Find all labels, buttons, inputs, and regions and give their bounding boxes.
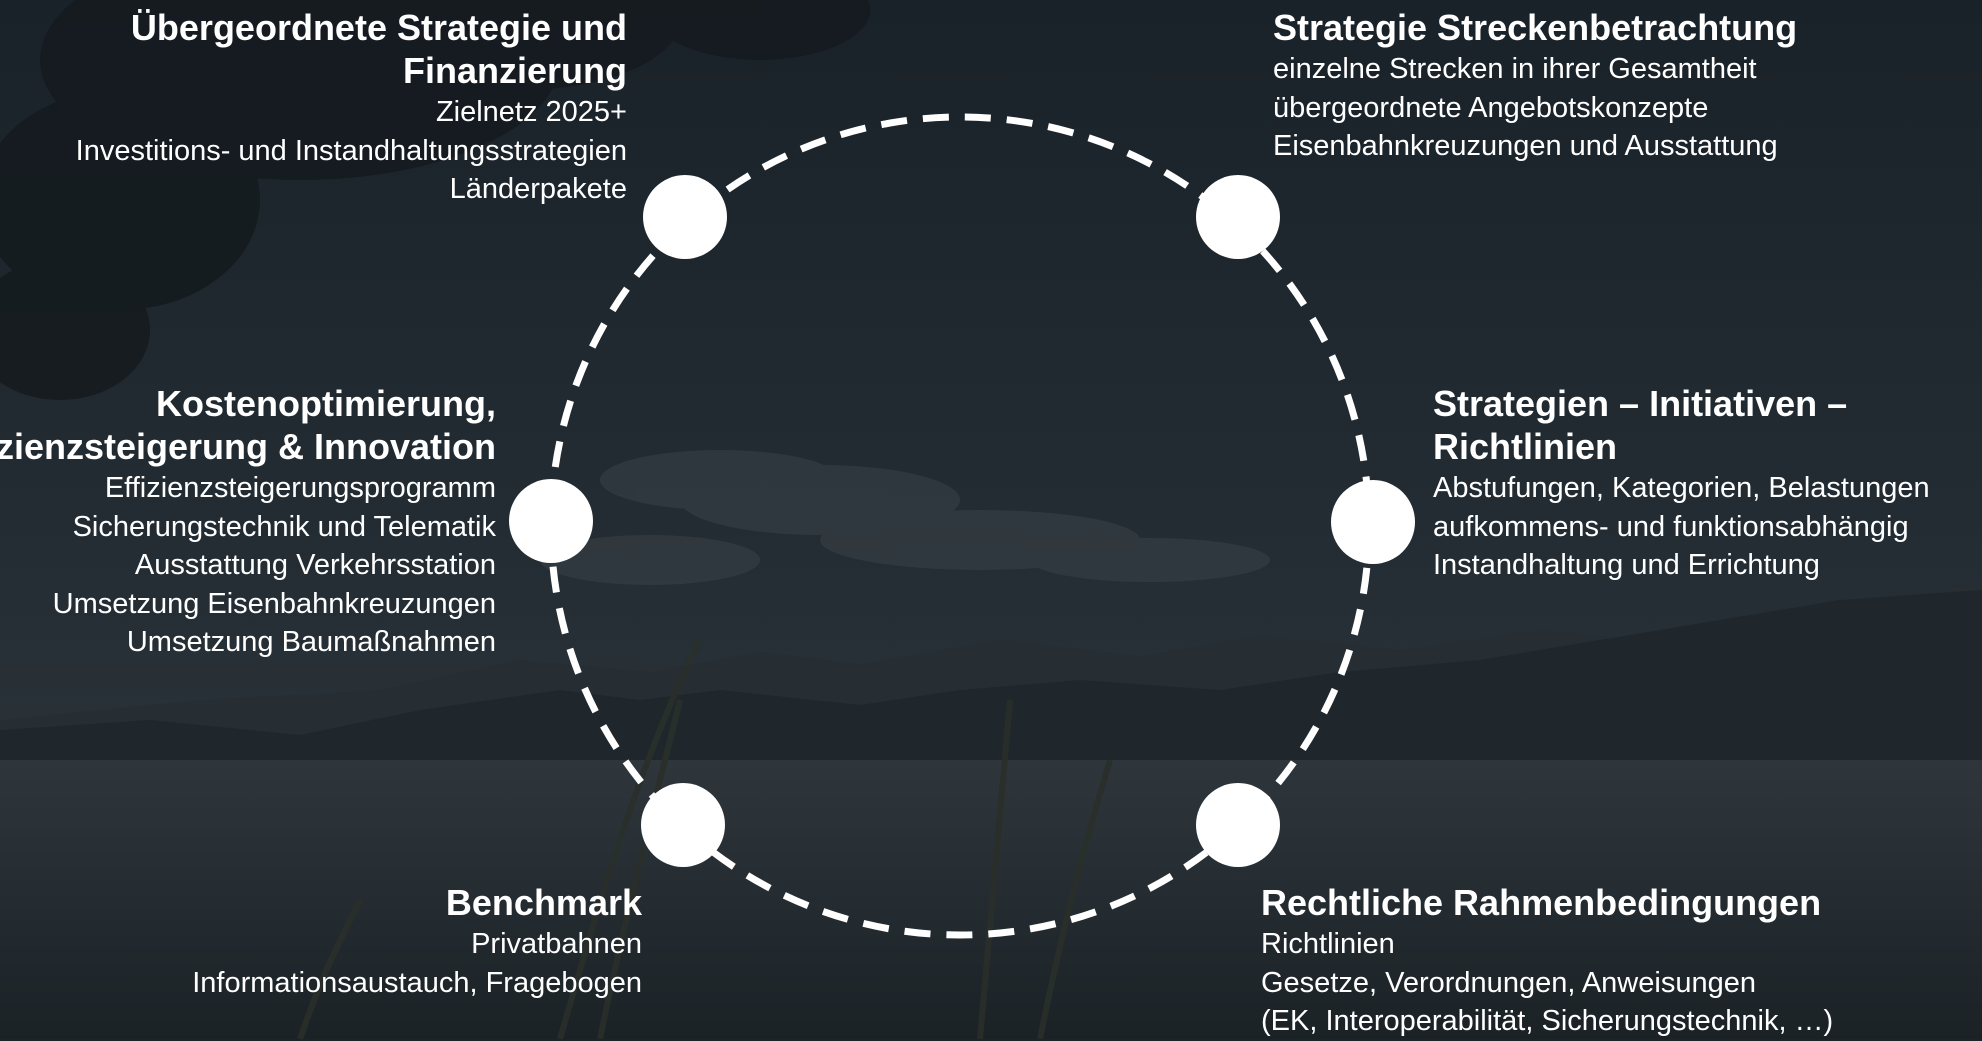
tree-canopy (0, 0, 870, 400)
list-item: Richtlinien (1261, 928, 1395, 960)
list-item: Umsetzung Baumaßnahmen (126, 626, 496, 658)
block-legal-framework: Rechtliche Rahmenbedingungen Richtlinien… (1261, 881, 1833, 1041)
block-strategy-financing: Übergeordnete Strategie und Finanzierung… (76, 6, 627, 209)
list-item: Länderpakete (449, 173, 627, 205)
reeds (297, 638, 1113, 1039)
list-item: Effizienzsteigerungsprogramm (104, 472, 496, 504)
list-item: Privatbahnen (471, 928, 642, 960)
block-cost-optimization: Kostenoptimierung, Effizienzsteigerung &… (0, 382, 496, 662)
node-mid-right (1331, 480, 1415, 564)
list-item: Umsetzung Eisenbahnkreuzungen (52, 587, 496, 620)
list-item: Investitions- und Instandhaltungsstrateg… (75, 134, 627, 167)
node-bottom-left (641, 783, 725, 867)
list-item: einzelne Strecken in ihrer Gesamtheit (1273, 53, 1757, 85)
list-item: (EK, Interoperabilität, Sicherungstechni… (1261, 1005, 1834, 1037)
node-bottom-right (1196, 783, 1280, 867)
list-item: übergeordnete Angebotskonzepte (1273, 91, 1709, 124)
block-title: Strategien – Initiativen – Richtlinien (1433, 383, 1848, 467)
list-item: Zielnetz 2025+ (435, 96, 627, 128)
node-mid-left (509, 479, 593, 563)
block-title: Kostenoptimierung, Effizienzsteigerung &… (0, 383, 496, 467)
clouds (540, 450, 1270, 585)
node-top-left (643, 175, 727, 259)
hills (0, 590, 1982, 770)
block-benchmark: Benchmark Privatbahnen Informationsausta… (192, 881, 642, 1002)
block-title: Rechtliche Rahmenbedingungen (1261, 882, 1822, 923)
list-item: Ausstattung Verkehrsstation (134, 549, 496, 581)
block-title: Übergeordnete Strategie und Finanzierung (130, 7, 627, 91)
block-route-strategy: Strategie Streckenbetrachtung einzelne S… (1273, 6, 1797, 166)
list-item: Informationsaustauch, Fragebogen (192, 966, 642, 999)
list-item: Sicherungstechnik und Telematik (72, 510, 496, 543)
list-item: aufkommens- und funktionsabhängig (1433, 510, 1909, 543)
list-item: Instandhaltung und Errichtung (1433, 549, 1820, 581)
node-top-right (1196, 175, 1280, 259)
list-item: Abstufungen, Kategorien, Belastungen (1433, 472, 1930, 504)
list-item: Gesetze, Verordnungen, Anweisungen (1261, 966, 1756, 999)
block-title: Benchmark (445, 882, 642, 923)
block-strategies-initiatives: Strategien – Initiativen – Richtlinien A… (1433, 382, 1930, 585)
block-title: Strategie Streckenbetrachtung (1273, 7, 1798, 48)
list-item: Eisenbahnkreuzungen und Ausstattung (1273, 130, 1778, 162)
